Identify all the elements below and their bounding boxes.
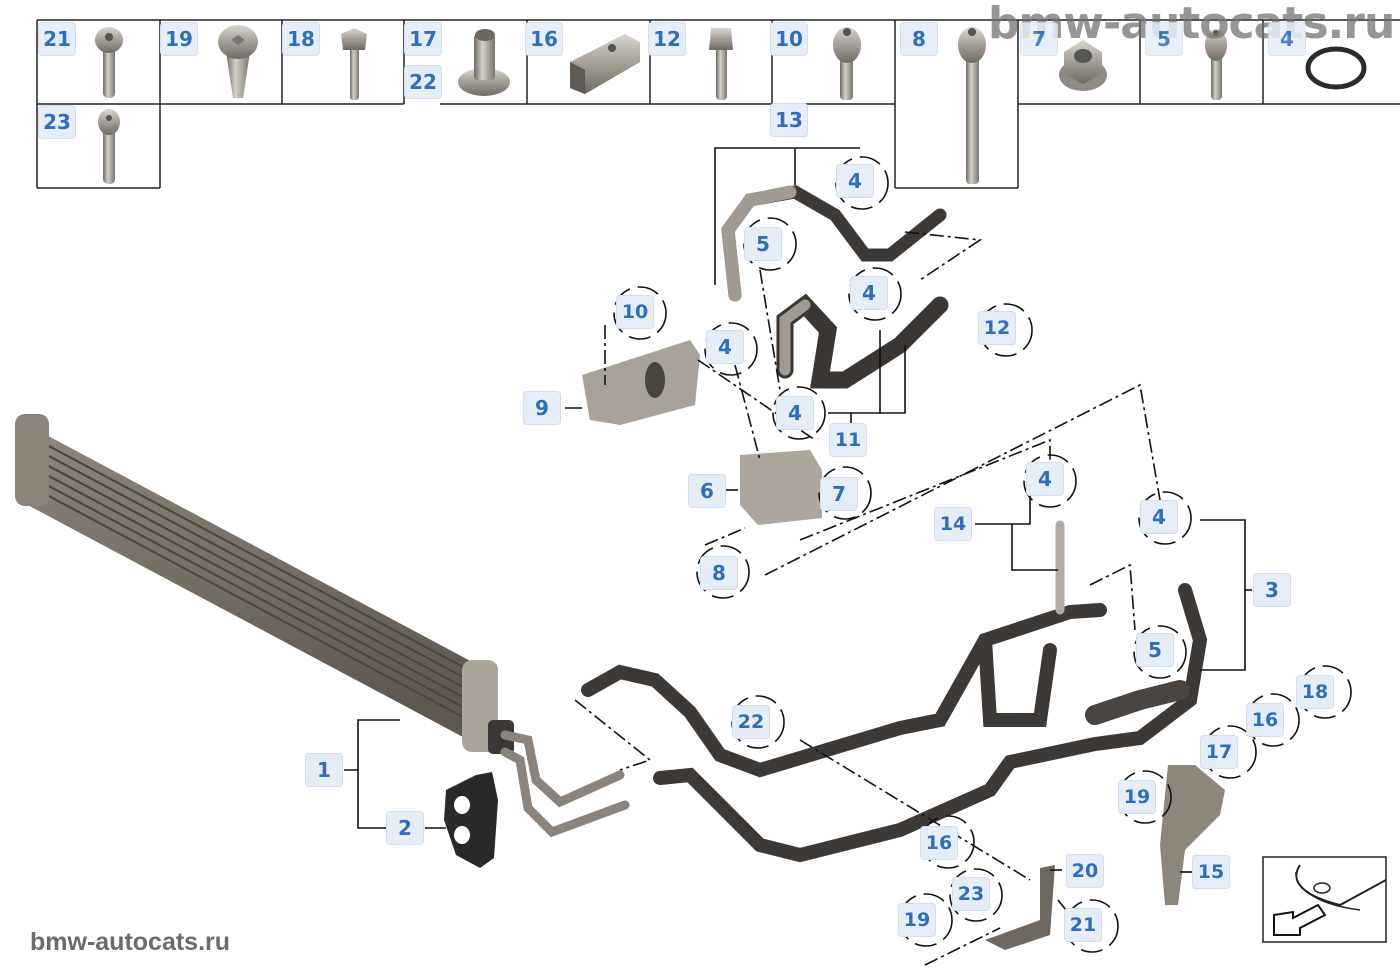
- callout-12-hex-bolt[interactable]: 12: [978, 311, 1016, 345]
- leader-lines: [344, 147, 1252, 916]
- callout-11-lower-line[interactable]: 11: [829, 423, 867, 457]
- cooler-pipes: [500, 730, 630, 838]
- oil-line-lower-illustration: [776, 293, 949, 389]
- screw-23-icon: [98, 109, 120, 184]
- vehicle-front-direction-icon: [1262, 856, 1387, 943]
- callout-16-pipe-clamp[interactable]: 16: [920, 826, 958, 860]
- callout-6-connection-block[interactable]: 6: [688, 474, 726, 508]
- callout-circles: [613, 156, 1352, 953]
- callout-5-bolt[interactable]: 5: [744, 227, 782, 261]
- holder-20-illustration: [985, 865, 1055, 950]
- cooler-bracket-illustration: [444, 772, 498, 868]
- pipe-clamp-16-icon: [570, 34, 640, 94]
- table-label-22[interactable]: 22: [404, 65, 442, 99]
- spacer-sleeve-17-icon: [458, 29, 510, 96]
- socket-bolt-10-icon: [833, 27, 861, 100]
- o-ring-4-icon: [1305, 46, 1367, 90]
- watermark-bottom[interactable]: bmw-autocats.ru: [30, 928, 231, 956]
- connection-block-illustration: [740, 450, 822, 525]
- flange-nut-7-icon: [1059, 40, 1107, 91]
- callout-1-oil-cooler[interactable]: 1: [305, 753, 343, 787]
- table-label-13[interactable]: 13: [770, 103, 808, 137]
- callout-19-screw[interactable]: 19: [898, 903, 936, 937]
- callout-19-screw[interactable]: 19: [1118, 780, 1156, 814]
- callout-4-o-ring[interactable]: 4: [1140, 500, 1178, 534]
- table-label-5[interactable]: 5: [1145, 22, 1183, 56]
- oil-line-upper-illustration: [721, 185, 947, 302]
- callout-3-return-line[interactable]: 3: [1253, 573, 1291, 607]
- table-label-12[interactable]: 12: [648, 22, 686, 56]
- callout-4-o-ring[interactable]: 4: [850, 276, 888, 310]
- callout-7-flange-nut[interactable]: 7: [820, 477, 858, 511]
- callout-15-line-holder[interactable]: 15: [1192, 855, 1230, 889]
- table-label-7[interactable]: 7: [1020, 22, 1058, 56]
- table-label-17[interactable]: 17: [404, 22, 442, 56]
- self-tapping-screw-19-icon: [218, 25, 258, 98]
- table-label-19[interactable]: 19: [160, 22, 198, 56]
- transmission-oil-cooler-illustration: [15, 414, 514, 754]
- callout-4-o-ring[interactable]: 4: [776, 396, 814, 430]
- callout-9-holder-bracket[interactable]: 9: [523, 391, 561, 425]
- callout-21-screw[interactable]: 21: [1064, 908, 1102, 942]
- callout-16-pipe-clamp[interactable]: 16: [1246, 703, 1284, 737]
- callout-17-spacer[interactable]: 17: [1200, 735, 1238, 769]
- callout-20-holder[interactable]: 20: [1066, 854, 1104, 888]
- callout-5-bolt[interactable]: 5: [1136, 633, 1174, 667]
- oil-cooler-line-feed-illustration: [581, 520, 1107, 778]
- oil-cooler-line-return-illustration: [653, 583, 1208, 863]
- callout-14-feed-line[interactable]: 14: [934, 507, 972, 541]
- callout-2-bracket[interactable]: 2: [386, 811, 424, 845]
- callout-22-spacer[interactable]: 22: [732, 705, 770, 739]
- callout-8-long-bolt[interactable]: 8: [700, 556, 738, 590]
- table-label-8[interactable]: 8: [900, 22, 938, 56]
- table-label-23[interactable]: 23: [38, 105, 76, 139]
- table-label-21[interactable]: 21: [38, 22, 76, 56]
- callout-4-o-ring[interactable]: 4: [706, 330, 744, 364]
- callout-4-o-ring[interactable]: 4: [836, 164, 874, 198]
- holder-bracket-illustration: [582, 340, 700, 425]
- callout-4-o-ring[interactable]: 4: [1026, 462, 1064, 496]
- table-label-4[interactable]: 4: [1268, 22, 1306, 56]
- screw-21-icon: [95, 27, 123, 98]
- callout-18-hex-bolt[interactable]: 18: [1296, 675, 1334, 709]
- table-label-16[interactable]: 16: [525, 22, 563, 56]
- line-holder-illustration: [1160, 765, 1225, 905]
- hex-bolt-12-icon: [709, 28, 733, 100]
- bolt-5-icon: [1205, 29, 1227, 100]
- table-label-10[interactable]: 10: [770, 22, 808, 56]
- hex-bolt-18-icon: [341, 28, 367, 100]
- callout-10-bolt[interactable]: 10: [616, 295, 654, 329]
- callout-23-screw[interactable]: 23: [952, 877, 990, 911]
- table-label-18[interactable]: 18: [282, 22, 320, 56]
- long-bolt-8-icon: [958, 27, 986, 184]
